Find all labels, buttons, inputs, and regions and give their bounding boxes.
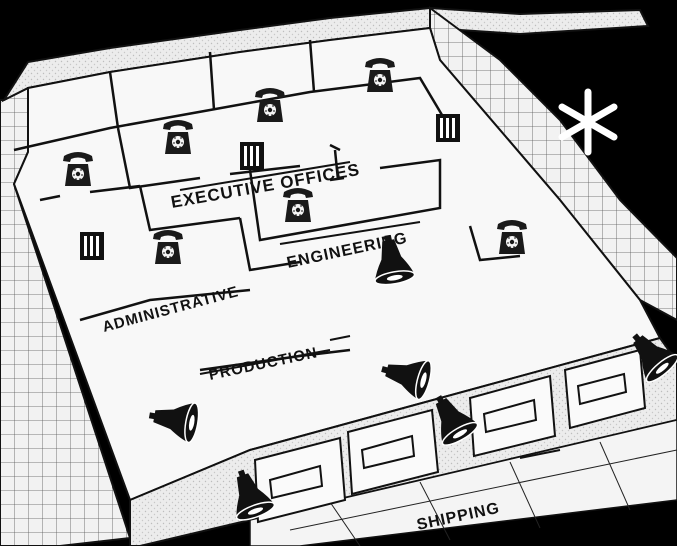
telephone-icon: [163, 120, 193, 154]
telephone-icon: [365, 58, 395, 92]
telephone-icon: [283, 188, 313, 222]
telephone-icon: [153, 230, 183, 264]
telephone-icon: [63, 152, 93, 186]
intercom-box-icon: [240, 142, 264, 170]
telephone-icon: [497, 220, 527, 254]
intercom-box-icon: [80, 232, 104, 260]
telephone-icon: [255, 88, 285, 122]
intercom-box-icon: [436, 114, 460, 142]
